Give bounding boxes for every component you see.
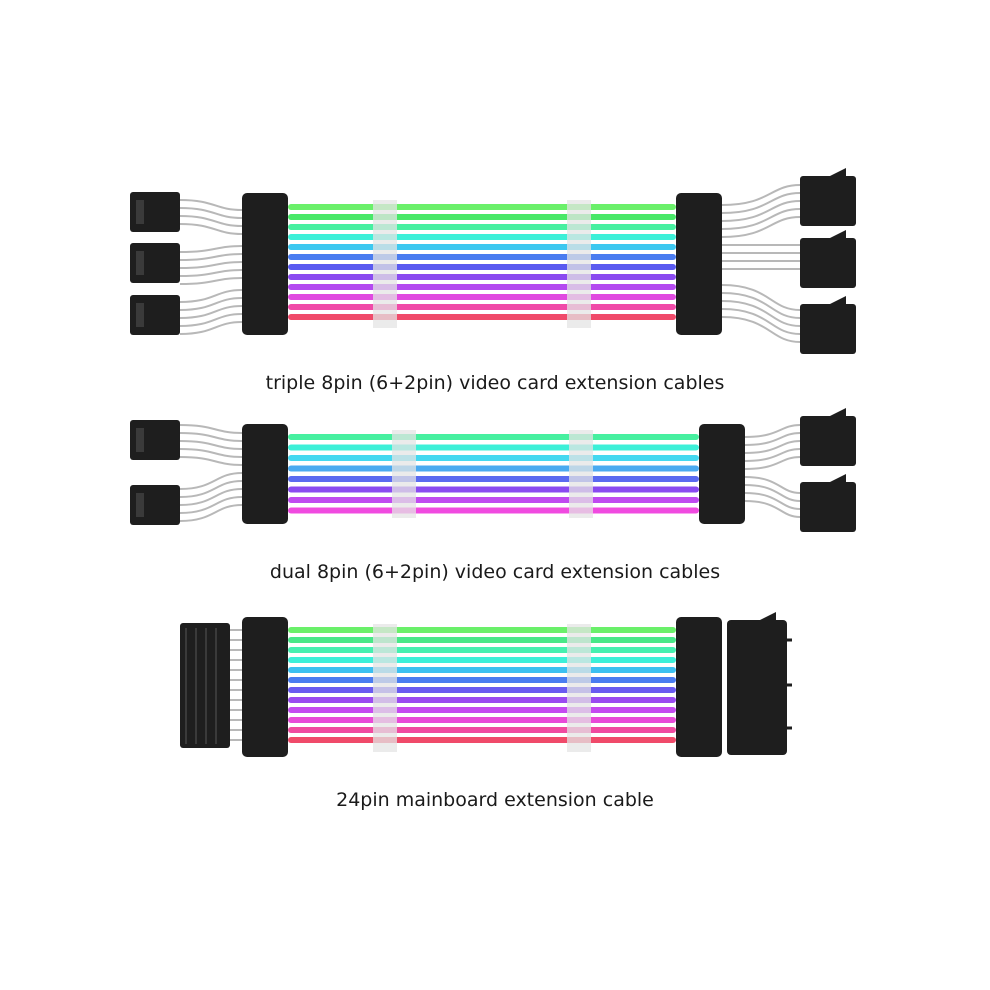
- sleeved-wire: [288, 294, 676, 300]
- sleeved-wire: [288, 434, 699, 440]
- sleeved-wire: [288, 204, 676, 210]
- 24pin-mainboard-cable: [180, 612, 792, 757]
- sleeved-wire: [288, 274, 676, 280]
- right-wires: [744, 424, 801, 518]
- cable-clips: [373, 200, 591, 328]
- sleeve-bundle: [288, 627, 676, 743]
- right-wires: [721, 184, 801, 343]
- right-comb-block: [699, 424, 745, 524]
- right-8pin-connector: [800, 408, 856, 532]
- mainboard-24pin-caption: 24pin mainboard extension cable: [336, 789, 654, 811]
- sleeved-wire: [288, 707, 676, 713]
- sleeved-wire: [288, 284, 676, 290]
- cable-clips: [373, 624, 591, 752]
- left-comb-block: [242, 617, 288, 757]
- sleeved-wire: [288, 465, 699, 472]
- left-8pin-connector: [130, 420, 180, 525]
- sleeve-bundle: [288, 204, 676, 320]
- sleeved-wire: [288, 507, 699, 514]
- sleeved-wire: [288, 717, 676, 723]
- sleeved-wire: [288, 234, 676, 240]
- right-comb-block: [676, 193, 722, 335]
- left-24pin-connector: [180, 623, 230, 748]
- sleeved-wire: [288, 214, 676, 220]
- dual-8pin-cable: [130, 408, 856, 532]
- sleeved-wire: [288, 264, 676, 270]
- left-comb-block: [242, 424, 288, 524]
- sleeved-wire: [288, 497, 699, 503]
- sleeved-wire: [288, 444, 699, 451]
- sleeved-wire: [288, 687, 676, 693]
- left-wires: [179, 199, 243, 335]
- dual-8pin-caption: dual 8pin (6+2pin) video card extension …: [269, 561, 721, 583]
- sleeved-wire: [288, 637, 676, 643]
- right-8pin-connector: [800, 168, 856, 354]
- right-comb-block: [676, 617, 722, 757]
- sleeved-wire: [288, 627, 676, 633]
- sleeve-bundle: [288, 434, 699, 514]
- sleeved-wire: [288, 486, 699, 493]
- sleeved-wire: [288, 224, 676, 230]
- sleeved-wire: [288, 455, 699, 461]
- sleeved-wire: [288, 697, 676, 703]
- triple-8pin-caption: triple 8pin (6+2pin) video card extensio…: [265, 372, 725, 394]
- sleeved-wire: [288, 304, 676, 310]
- sleeved-wire: [288, 657, 676, 663]
- left-wires: [179, 424, 243, 522]
- sleeved-wire: [288, 314, 676, 320]
- triple-8pin-cable: [130, 168, 856, 354]
- left-8pin-connector: [130, 192, 180, 335]
- sleeved-wire: [288, 737, 676, 743]
- right-24pin-connector: [727, 612, 792, 755]
- sleeved-wire: [288, 244, 676, 250]
- left-wires: [230, 629, 242, 741]
- sleeved-wire: [288, 476, 699, 482]
- sleeved-wire: [288, 677, 676, 683]
- sleeved-wire: [288, 727, 676, 733]
- sleeved-wire: [288, 647, 676, 653]
- cable-clips: [392, 430, 593, 518]
- left-comb-block: [242, 193, 288, 335]
- sleeved-wire: [288, 254, 676, 260]
- sleeved-wire: [288, 667, 676, 673]
